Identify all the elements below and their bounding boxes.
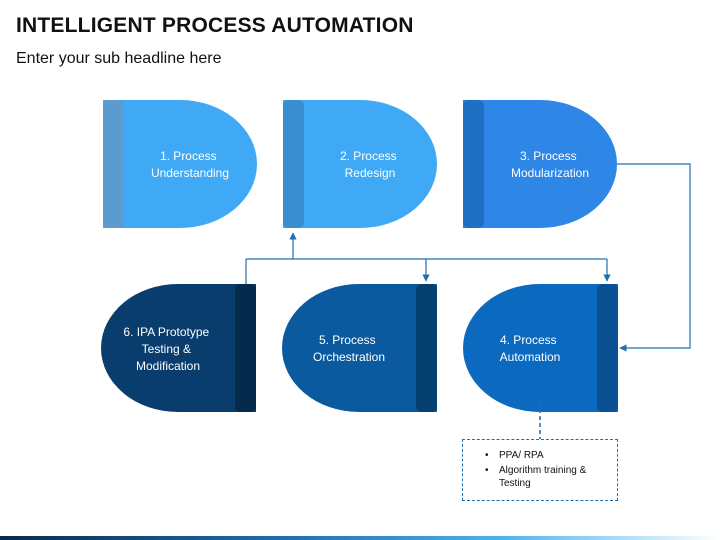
node-3-band <box>463 100 484 228</box>
node-3-shape <box>463 100 617 228</box>
node-4-shape <box>463 284 618 412</box>
connector-3-to-4 <box>617 163 691 352</box>
svg-text:3. Process Modularizatio: 3. Process Modularization <box>511 149 589 180</box>
node-4-label-line-1: 4. Process <box>500 333 557 347</box>
node-5-shape <box>282 284 437 412</box>
process-node-3: 3. Process Modularization <box>463 100 617 228</box>
node-4-label-line-2: Automation <box>500 350 561 364</box>
node-5-label-line-1: 5. Process <box>319 333 376 347</box>
bottom-accent-bar <box>0 536 720 540</box>
process-node-2: 2. Process Redesign <box>283 100 437 228</box>
node-5-band <box>416 284 437 412</box>
node-2-label-line-1: 2. Process <box>340 149 397 163</box>
node-2-label-line-2: Redesign <box>345 166 396 180</box>
page-title: INTELLIGENT PROCESS AUTOMATION <box>16 14 414 37</box>
node-2-band <box>283 100 304 228</box>
svg-text:6. IPA Prototype Testing: 6. IPA Prototype Testing & Modification <box>123 325 212 373</box>
process-node-6: 6. IPA Prototype Testing & Modification <box>101 284 256 412</box>
node-6-label-line-1: 6. IPA Prototype <box>123 325 209 339</box>
svg-text:4. Process Automation: 4. Process Automation <box>500 333 561 364</box>
node-1-label-line-2: Understanding <box>151 166 229 180</box>
node-1-label-line-1: 1. Process <box>160 149 217 163</box>
process-node-1: 1. Process Understanding <box>103 100 257 228</box>
note-item-algorithm-training: Algorithm training & Testing <box>485 464 617 490</box>
node-3-label-line-2: Modularization <box>511 166 589 180</box>
svg-text:2. Process Redesign: 2. Process Redesign <box>340 149 400 180</box>
node-1-band <box>103 100 124 228</box>
process-node-4: 4. Process Automation <box>463 284 618 412</box>
svg-text:5. Process Orchestration: 5. Process Orchestration <box>313 333 385 364</box>
automation-note-box: PPA/ RPA Algorithm training & Testing <box>462 439 618 501</box>
automation-note-list: PPA/ RPA Algorithm training & Testing <box>463 449 617 490</box>
node-6-label-line-3: Modification <box>136 359 200 373</box>
node-4-band <box>597 284 618 412</box>
node-1-shape <box>103 100 257 228</box>
node-3-label-line-1: 3. Process <box>520 149 577 163</box>
svg-text:1. Process Understanding: 1. Process Understanding <box>151 149 229 180</box>
node-6-shape <box>101 284 256 412</box>
process-node-5: 5. Process Orchestration <box>282 284 437 412</box>
page-subtitle: Enter your sub headline here <box>16 50 222 67</box>
node-2-shape <box>283 100 437 228</box>
node-6-label-line-2: Testing & <box>142 342 191 356</box>
note-item-ppa-rpa: PPA/ RPA <box>485 449 617 462</box>
node-5-label-line-2: Orchestration <box>313 350 385 364</box>
node-6-band <box>235 284 256 412</box>
